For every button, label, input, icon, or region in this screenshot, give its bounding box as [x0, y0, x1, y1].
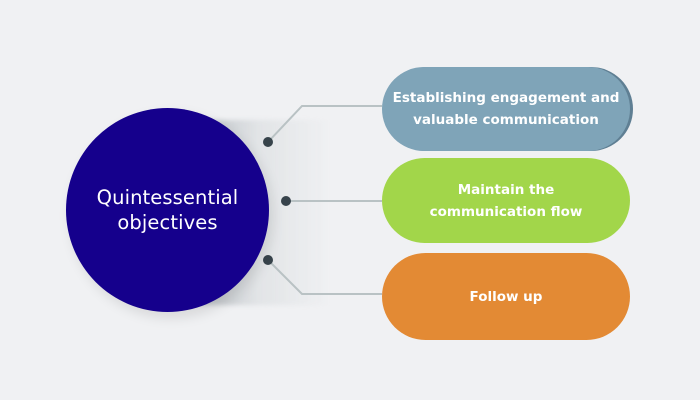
connector-line-1 [267, 105, 382, 143]
connector-dot-1 [263, 137, 273, 147]
objective-label-communication-flow: Maintain the communication flow [429, 181, 583, 220]
center-node-label: Quintessential objectives [96, 186, 239, 234]
connector-dot-3 [263, 255, 273, 265]
objective-node-communication-flow: Maintain the communication flow [382, 158, 630, 243]
objective-label-engagement: Establishing engagement and valuable com… [392, 90, 620, 128]
center-node: Quintessential objectives [66, 108, 269, 312]
connector-line-3 [267, 259, 382, 295]
connector-dot-2 [281, 196, 291, 206]
objective-node-follow-up: Follow up [382, 253, 630, 340]
objective-label-follow-up: Follow up [469, 288, 543, 305]
objective-node-engagement: Establishing engagement and valuable com… [382, 67, 630, 151]
